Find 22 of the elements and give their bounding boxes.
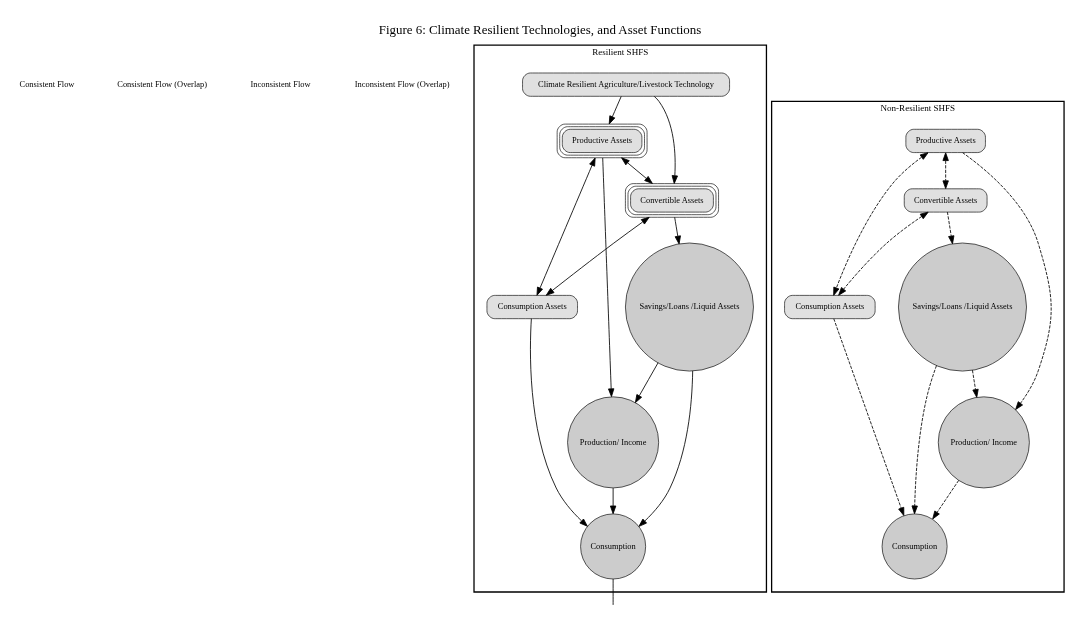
arrow bbox=[972, 369, 979, 398]
arrow bbox=[833, 152, 929, 296]
arrow bbox=[545, 216, 650, 296]
arrow bbox=[634, 362, 659, 404]
arrow bbox=[602, 157, 615, 397]
arrow bbox=[947, 211, 955, 245]
arrow bbox=[942, 152, 949, 190]
connector bbox=[612, 578, 614, 606]
arrow bbox=[608, 96, 622, 125]
arrow bbox=[653, 96, 678, 184]
arrow bbox=[621, 157, 653, 184]
arrow bbox=[838, 211, 929, 296]
arrow bbox=[536, 157, 596, 296]
arrow bbox=[833, 318, 905, 516]
arrow bbox=[638, 370, 694, 527]
arrow bbox=[530, 318, 588, 527]
arrow bbox=[962, 152, 1052, 410]
diagram-title: Figure 6: Climate Resilient Technologies, and Asset Functions bbox=[378, 21, 702, 37]
arrow bbox=[932, 480, 960, 520]
arrow bbox=[609, 487, 617, 515]
arrow bbox=[674, 216, 681, 245]
arrow bbox=[911, 365, 937, 515]
